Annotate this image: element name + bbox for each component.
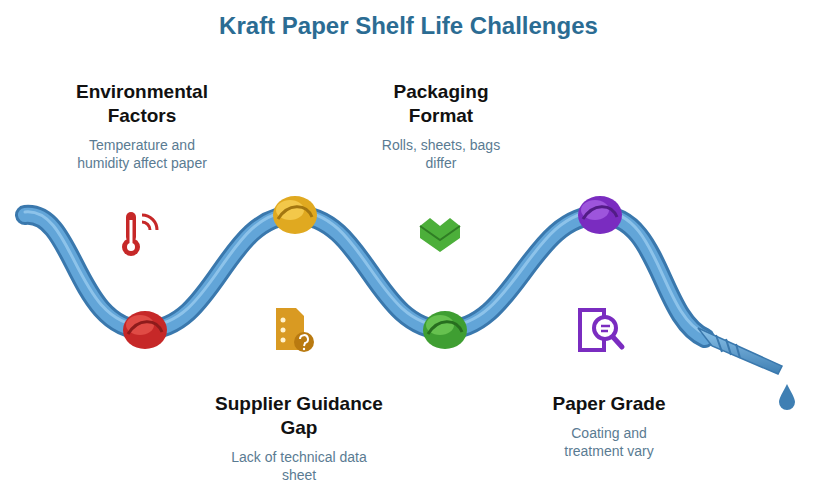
- item-heading: Paper Grade: [547, 392, 672, 416]
- red-knot: [123, 311, 167, 349]
- challenge-item: Packaging FormatRolls, sheets, bags diff…: [366, 80, 516, 172]
- magnifier-document-icon: [580, 310, 622, 350]
- water-drop: [779, 384, 795, 410]
- diagram-title: Kraft Paper Shelf Life Challenges: [0, 12, 817, 40]
- item-heading: Packaging Format: [366, 80, 516, 128]
- item-description: Coating and treatment vary: [549, 424, 669, 460]
- yellow-knot: [273, 196, 317, 234]
- challenge-item: Environmental FactorsTemperature and hum…: [60, 80, 225, 172]
- document-question-icon: [276, 308, 314, 352]
- thermometer-icon: [122, 212, 157, 256]
- package-icon: [420, 218, 460, 252]
- item-heading: Supplier Guidance Gap: [213, 392, 385, 440]
- item-heading: Environmental Factors: [60, 80, 225, 128]
- challenge-item: Supplier Guidance GapLack of technical d…: [213, 392, 385, 484]
- item-description: Rolls, sheets, bags differ: [366, 136, 516, 172]
- item-description: Temperature and humidity affect paper: [62, 136, 222, 172]
- nozzle: [698, 328, 782, 374]
- challenge-item: Paper GradeCoating and treatment vary: [547, 392, 672, 460]
- purple-knot: [578, 196, 622, 234]
- green-knot: [423, 311, 467, 349]
- item-description: Lack of technical data sheet: [213, 448, 385, 484]
